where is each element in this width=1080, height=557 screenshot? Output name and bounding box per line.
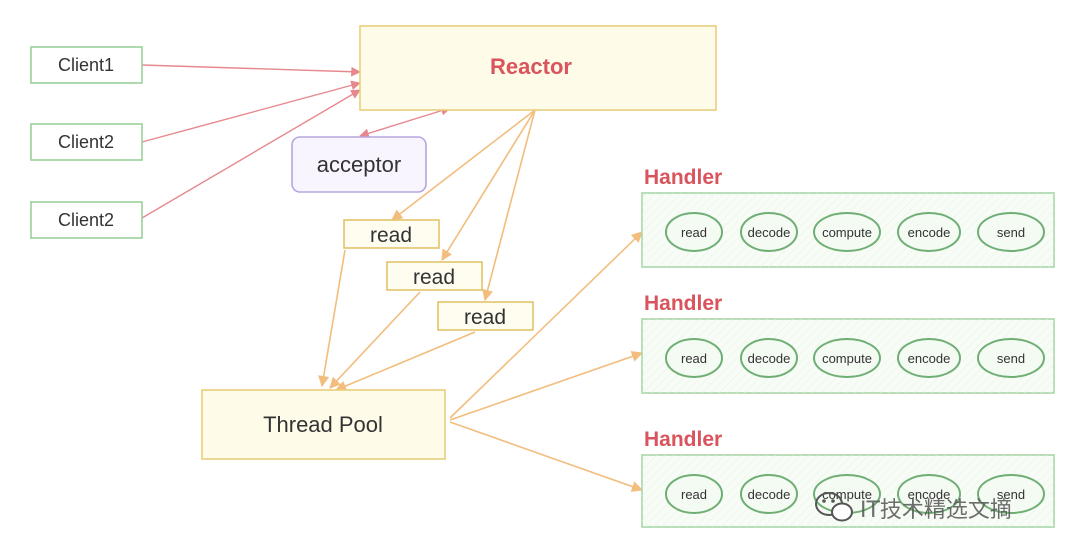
op-ellipse: [813, 212, 881, 252]
op-label-send: send: [997, 225, 1025, 240]
watermark: IT技术精选文摘: [815, 492, 1012, 523]
op-ellipse: [897, 474, 961, 514]
acceptor-label: acceptor: [317, 152, 401, 177]
edge-client1-reactor: [141, 64, 361, 77]
op-label-decode: decode: [748, 225, 791, 240]
op-label-compute: compute: [822, 487, 872, 502]
op-ellipse: [897, 338, 961, 378]
thread-pool-label: Thread Pool: [263, 412, 383, 437]
client-edges: [141, 64, 451, 219]
op-label-encode: encode: [908, 487, 951, 502]
edge-read1-pool: [318, 249, 346, 388]
op-label-read: read: [681, 351, 707, 366]
op-label-send: send: [997, 487, 1025, 502]
op-label-compute: compute: [822, 351, 872, 366]
op-label-read: read: [681, 225, 707, 240]
handler-title-3: Handler: [644, 428, 722, 451]
op-ellipse: [740, 212, 798, 252]
acceptor-node: acceptor: [291, 136, 427, 193]
edge-client2a-reactor: [141, 80, 361, 143]
thread-pool-node: Thread Pool: [201, 389, 446, 460]
client-node-1: Client1: [30, 46, 143, 84]
read-label-2: read: [413, 266, 455, 289]
op-ellipse: [813, 338, 881, 378]
edge-reactor-read1: [391, 109, 536, 221]
op-label-send: send: [997, 351, 1025, 366]
op-ellipse: [977, 338, 1045, 378]
edge-read2-pool: [329, 291, 421, 389]
wechat-icon: [815, 492, 853, 522]
op-label-decode: decode: [748, 351, 791, 366]
client-node-3: Client2: [30, 201, 143, 239]
orange-edges: [318, 109, 644, 492]
op-label-encode: encode: [908, 351, 951, 366]
client-label-2: Client2: [58, 132, 114, 152]
op-label-compute: compute: [822, 225, 872, 240]
edge-pool-handler3: [449, 421, 644, 492]
edge-read3-pool: [334, 331, 476, 392]
op-ellipse: [665, 212, 723, 252]
edge-pool-handler2: [449, 351, 644, 421]
handler-title-2: Handler: [644, 292, 722, 315]
handler-box-2: read decode compute encode send: [641, 318, 1055, 394]
op-ellipse: [740, 338, 798, 378]
op-ellipse: [740, 474, 798, 514]
reactor-label: Reactor: [490, 54, 572, 79]
edge-pool-handler1: [449, 231, 643, 419]
reactor-node: Reactor: [359, 25, 717, 111]
op-label-encode: encode: [908, 225, 951, 240]
op-ellipse: [665, 338, 723, 378]
edge-reactor-acceptor: [359, 105, 451, 139]
handler-box-1: read decode compute encode send: [641, 192, 1055, 268]
handler-title-1: Handler: [644, 166, 722, 189]
read-node-3: read: [437, 301, 534, 331]
edge-reactor-read2: [441, 109, 536, 261]
client-node-2: Client2: [30, 123, 143, 161]
read-node-1: read: [343, 219, 440, 249]
edge-client2b-reactor: [141, 89, 361, 219]
op-label-decode: decode: [748, 487, 791, 502]
edge-reactor-read3: [482, 109, 536, 302]
watermark-text: IT技术精选文摘: [860, 498, 1012, 523]
read-label-1: read: [370, 224, 412, 247]
handler-box-3: read decode compute encode send: [641, 454, 1055, 528]
op-ellipse: [977, 212, 1045, 252]
op-ellipse: [897, 212, 961, 252]
op-label-read: read: [681, 487, 707, 502]
read-node-2: read: [386, 261, 483, 291]
read-label-3: read: [464, 306, 506, 329]
client-label-3: Client2: [58, 210, 114, 230]
op-ellipse: [665, 474, 723, 514]
client-label-1: Client1: [58, 55, 114, 75]
op-ellipse: [977, 474, 1045, 514]
